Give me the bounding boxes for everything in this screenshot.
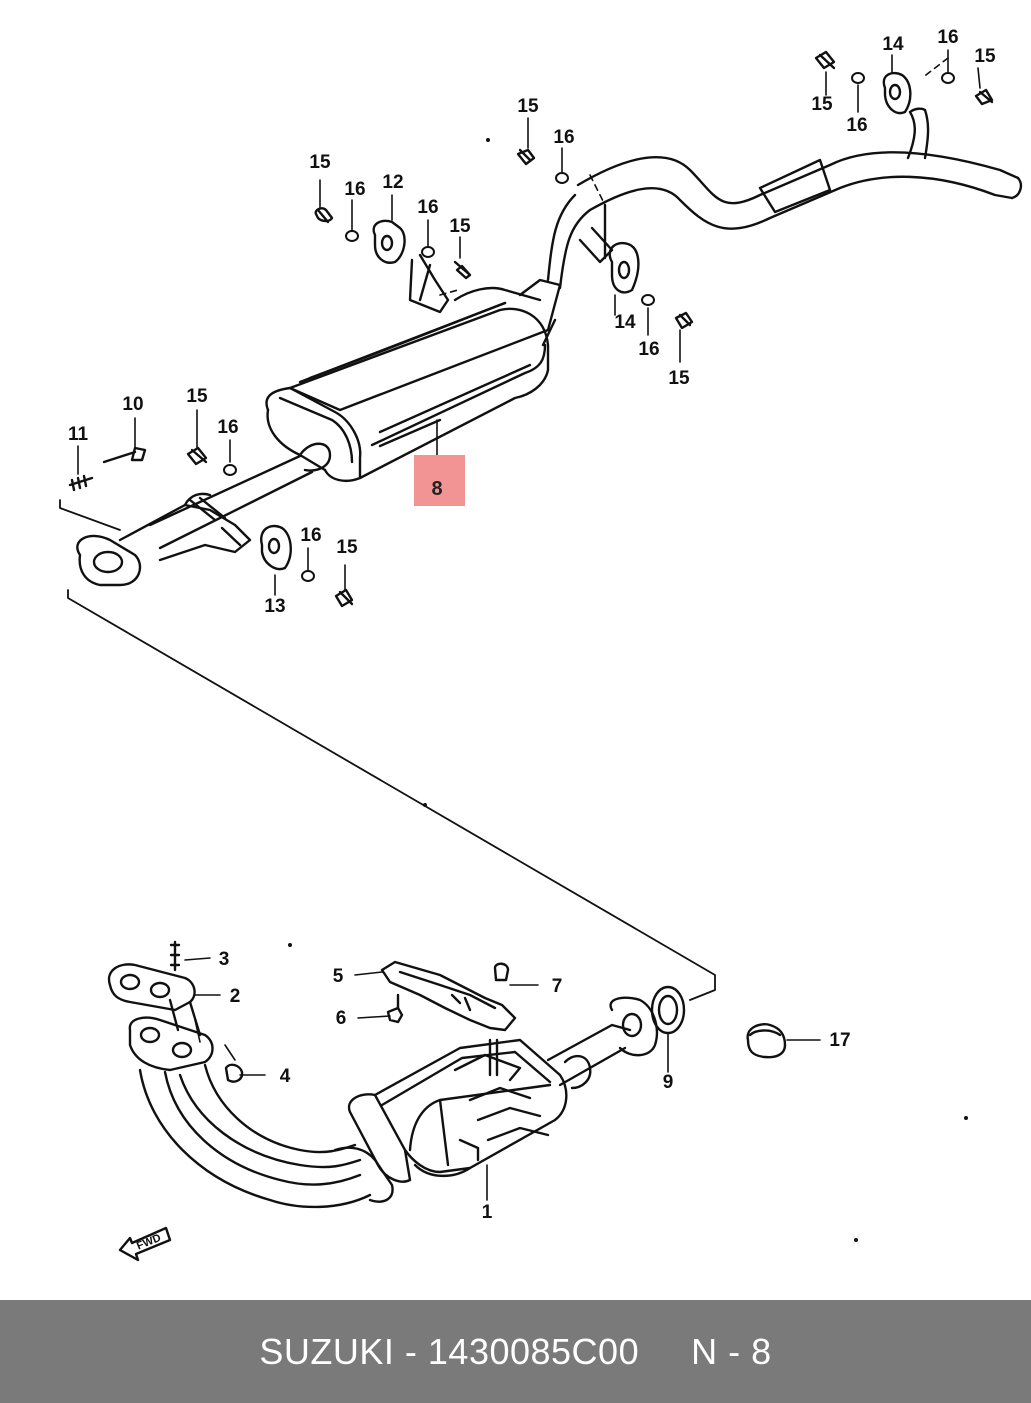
leader-dashes xyxy=(439,57,949,296)
grommet xyxy=(746,1023,787,1059)
page-reference: N - 8 xyxy=(691,1330,772,1372)
callout-16c: 16 xyxy=(553,127,574,148)
bolt-shafts xyxy=(77,49,981,596)
gasket xyxy=(650,985,686,1035)
leader-lines xyxy=(184,419,821,1201)
washers xyxy=(223,72,955,582)
callout-15d: 15 xyxy=(668,368,690,389)
front-pipe xyxy=(76,492,252,587)
assembly-link-line xyxy=(59,499,716,1001)
bolts xyxy=(68,50,994,608)
callout-1: 1 xyxy=(482,1202,493,1223)
callout-15g: 15 xyxy=(186,386,208,407)
callout-15a: 15 xyxy=(309,152,331,173)
callout-5: 5 xyxy=(333,966,344,987)
callout-14a: 14 xyxy=(882,34,904,55)
callout-16b: 16 xyxy=(417,197,438,218)
fwd-arrow-icon xyxy=(118,1226,172,1262)
rubber-mounts xyxy=(260,71,912,571)
brand-part-number: SUZUKI - 1430085C00 xyxy=(259,1330,640,1372)
callout-16a: 16 xyxy=(344,179,365,200)
callout-15e: 15 xyxy=(811,94,833,115)
callout-6: 6 xyxy=(336,1008,347,1029)
callout-15f: 15 xyxy=(974,46,996,67)
callout-17: 17 xyxy=(829,1030,850,1051)
tail-pipe xyxy=(576,107,1023,230)
callout-12: 12 xyxy=(382,172,403,193)
front-exhaust-pipe xyxy=(107,963,394,1209)
callout-16d: 16 xyxy=(638,339,659,360)
callout-4: 4 xyxy=(280,1066,291,1087)
highlight-box xyxy=(414,455,465,506)
callout-16h: 16 xyxy=(300,525,321,546)
callout-11: 11 xyxy=(68,424,89,445)
callout-2: 2 xyxy=(230,986,241,1007)
bracket xyxy=(380,960,517,1032)
catalytic-converter xyxy=(347,996,659,1183)
callout-15h: 15 xyxy=(336,537,358,558)
callout-7: 7 xyxy=(552,976,563,997)
callout-13: 13 xyxy=(264,596,285,617)
main-muffler xyxy=(148,193,614,550)
callout-15b: 15 xyxy=(517,96,539,117)
callouts: 1 2 3 4 5 6 7 9 10 11 12 13 14 14 15 15 … xyxy=(68,27,996,1223)
callout-10: 10 xyxy=(122,394,143,415)
callout-15c: 15 xyxy=(449,216,471,237)
callout-3: 3 xyxy=(219,949,230,970)
exhaust-parts-diagram: 8 FWD 1 2 3 4 5 6 7 9 10 11 12 13 14 14 … xyxy=(59,27,1023,1262)
callout-16g: 16 xyxy=(217,417,238,438)
callout-9: 9 xyxy=(663,1072,674,1093)
callout-16f: 16 xyxy=(937,27,958,48)
callout-16e: 16 xyxy=(846,115,867,136)
highlighted-part-label: 8 xyxy=(431,478,442,500)
small-fasteners xyxy=(169,940,510,1083)
scan-dots xyxy=(288,138,968,1242)
callout-14b: 14 xyxy=(614,312,636,333)
footer-bar: SUZUKI - 1430085C00 N - 8 xyxy=(0,1300,1031,1403)
